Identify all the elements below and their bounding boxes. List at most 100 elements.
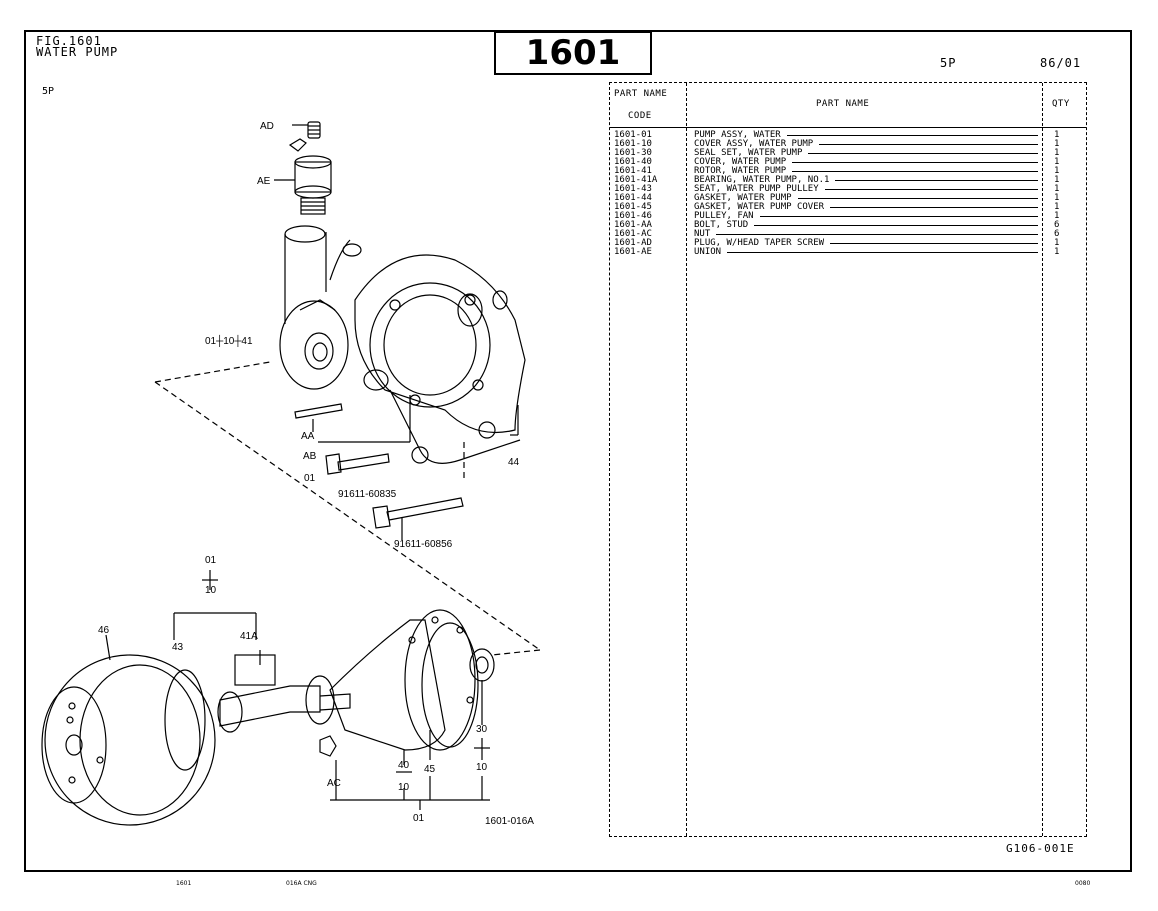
col-divider-1: [686, 83, 687, 836]
callout-01-10-41: 01┼10┼41: [205, 334, 253, 348]
part-name: UNION: [694, 247, 722, 257]
part-code: 1601-45: [614, 202, 652, 212]
part-qty: 6: [1054, 220, 1060, 230]
part-name-cell: SEAT, WATER PUMP PULLEY: [690, 185, 1046, 194]
figure-number-box: 1601: [494, 31, 652, 75]
part-qty: 1: [1054, 184, 1060, 194]
header-code-line1: PART NAME: [614, 89, 668, 99]
part-name-cell: COVER, WATER PUMP: [690, 158, 1046, 167]
part-qty: 1: [1054, 247, 1060, 257]
part-qty: 1: [1054, 193, 1060, 203]
part-qty: 1: [1054, 148, 1060, 158]
header-part-name: PART NAME: [816, 99, 870, 109]
part-code: 1601-43: [614, 184, 652, 194]
footer-tiny-right: 0080: [1075, 880, 1091, 887]
pump-cover-drawing: [305, 609, 495, 757]
part-name-cell: BEARING, WATER PUMP, NO.1: [690, 176, 1046, 185]
pump-body-drawing: [279, 225, 526, 464]
table-row: 1601-01 PUMP ASSY, WATER 1: [610, 131, 1094, 140]
plug-ad-drawing: [292, 121, 321, 139]
document-code: G106-001E: [1006, 842, 1075, 855]
figure-header: FIG.1601 WATER PUMP: [36, 34, 119, 59]
footer-tiny-mid: 016A CNG: [286, 880, 317, 887]
leader-line: [787, 135, 1038, 136]
shaft-bearing-drawing: [217, 654, 351, 733]
part-name: NUT: [694, 229, 711, 239]
pulley-drawing: [41, 654, 216, 826]
table-row: 1601-10 COVER ASSY, WATER PUMP 1: [610, 140, 1094, 149]
header-divider: [610, 127, 1086, 128]
part-name: ROTOR, WATER PUMP: [694, 166, 787, 176]
part-code: 1601-AE: [614, 247, 652, 257]
callout-ab-01: 01: [304, 473, 316, 484]
fig-title: WATER PUMP: [36, 45, 119, 59]
callout-bottom-01: 01: [413, 813, 425, 824]
part-qty: 1: [1054, 157, 1060, 167]
part-name: BOLT, STUD: [694, 220, 749, 230]
callout-aa: AA: [301, 431, 315, 442]
leader-line: [830, 243, 1038, 244]
table-row: 1601-44 GASKET, WATER PUMP 1: [610, 194, 1094, 203]
leader-line: [830, 207, 1038, 208]
leader-line: [792, 162, 1038, 163]
model-code: 5P: [940, 56, 957, 70]
callout-top-01: 01: [205, 555, 217, 566]
part-name-cell: PUMP ASSY, WATER: [690, 131, 1046, 140]
table-row: 1601-43 SEAT, WATER PUMP PULLEY 1: [610, 185, 1094, 194]
bolt-part-number-2: 91611-60856: [394, 539, 453, 550]
parts-table: PART NAME CODE PART NAME QTY 1601-01 PUMP…: [609, 82, 1087, 837]
part-code: 1601-44: [614, 193, 652, 203]
part-name-cell: PLUG, W/HEAD TAPER SCREW: [690, 239, 1046, 248]
illustration-code: 1601-016A: [485, 816, 534, 827]
part-name-cell: UNION: [690, 248, 1046, 257]
part-name-cell: ROTOR, WATER PUMP: [690, 167, 1046, 176]
part-name: GASKET, WATER PUMP COVER: [694, 202, 825, 212]
part-code: 1601-01: [614, 130, 652, 140]
bolt-part-number-1: 91611-60835: [338, 489, 397, 500]
callout-41a: 41A: [240, 631, 258, 642]
part-qty: 1: [1054, 175, 1060, 185]
part-name-cell: GASKET, WATER PUMP: [690, 194, 1046, 203]
leader-line: [727, 252, 1038, 253]
part-qty: 1: [1054, 130, 1060, 140]
fig-label: FIG.1601: [36, 34, 102, 48]
callout-top-10: 10: [205, 585, 217, 596]
part-name: PULLEY, FAN: [694, 211, 754, 221]
part-name: PUMP ASSY, WATER: [694, 130, 781, 140]
part-qty: 1: [1054, 139, 1060, 149]
part-name: SEAL SET, WATER PUMP: [694, 148, 803, 158]
table-row: 1601-40 COVER, WATER PUMP 1: [610, 158, 1094, 167]
dashed-leaders: [154, 361, 541, 656]
part-code: 1601-40: [614, 157, 652, 167]
callout-43: 43: [172, 642, 184, 653]
callout-46: 46: [98, 625, 110, 636]
leader-line: [798, 198, 1038, 199]
part-code: 1601-41A: [614, 175, 658, 185]
left-model-code: 5P: [42, 86, 55, 97]
part-name: COVER, WATER PUMP: [694, 157, 787, 167]
part-name-cell: GASKET, WATER PUMP COVER: [690, 203, 1046, 212]
part-name-cell: COVER ASSY, WATER PUMP: [690, 140, 1046, 149]
leader-line: [754, 225, 1038, 226]
header-qty: QTY: [1052, 99, 1070, 109]
bolts-drawing: [294, 403, 464, 540]
part-code: 1601-10: [614, 139, 652, 149]
leader-line: [825, 189, 1038, 190]
leader-line: [808, 153, 1038, 154]
callout-40: 40: [398, 760, 410, 771]
table-row: 1601-41A BEARING, WATER PUMP, NO.1 1: [610, 176, 1094, 185]
part-name-cell: BOLT, STUD: [690, 221, 1046, 230]
header-code-line2: CODE: [628, 111, 652, 121]
part-name-cell: PULLEY, FAN: [690, 212, 1046, 221]
leader-line: [819, 144, 1038, 145]
part-name: SEAT, WATER PUMP PULLEY: [694, 184, 819, 194]
part-code: 1601-46: [614, 211, 652, 221]
leader-line: [760, 216, 1038, 217]
callout-ae: AE: [257, 176, 271, 187]
part-code: 1601-AC: [614, 229, 652, 239]
